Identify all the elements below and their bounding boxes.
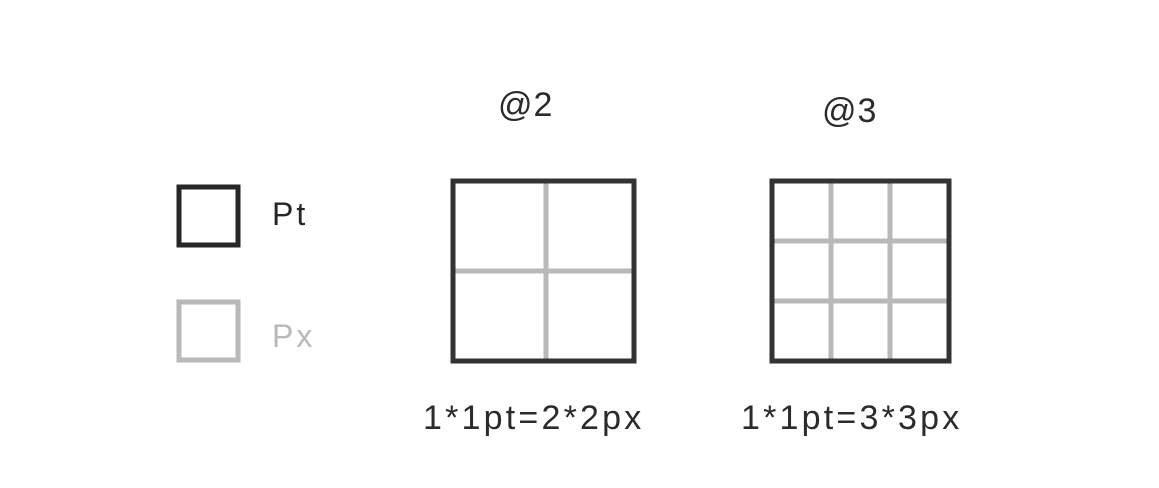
px-legend-swatch — [176, 299, 241, 363]
grid-3x — [769, 178, 952, 364]
grid-2x-caption: 1*1pt=2*2px — [423, 399, 645, 437]
grid-2x-scale-label: @2 — [498, 86, 554, 124]
grid-2x — [450, 178, 637, 364]
pt-legend-swatch — [176, 184, 241, 248]
grid-3x-caption: 1*1pt=3*3px — [741, 399, 963, 437]
px-legend-label: Px — [272, 318, 316, 354]
grid-3x-outline — [769, 178, 952, 364]
grid-2x-outline — [450, 178, 637, 364]
pt-legend-label: Pt — [272, 196, 309, 232]
grid-3x-scale-label: @3 — [822, 92, 878, 130]
